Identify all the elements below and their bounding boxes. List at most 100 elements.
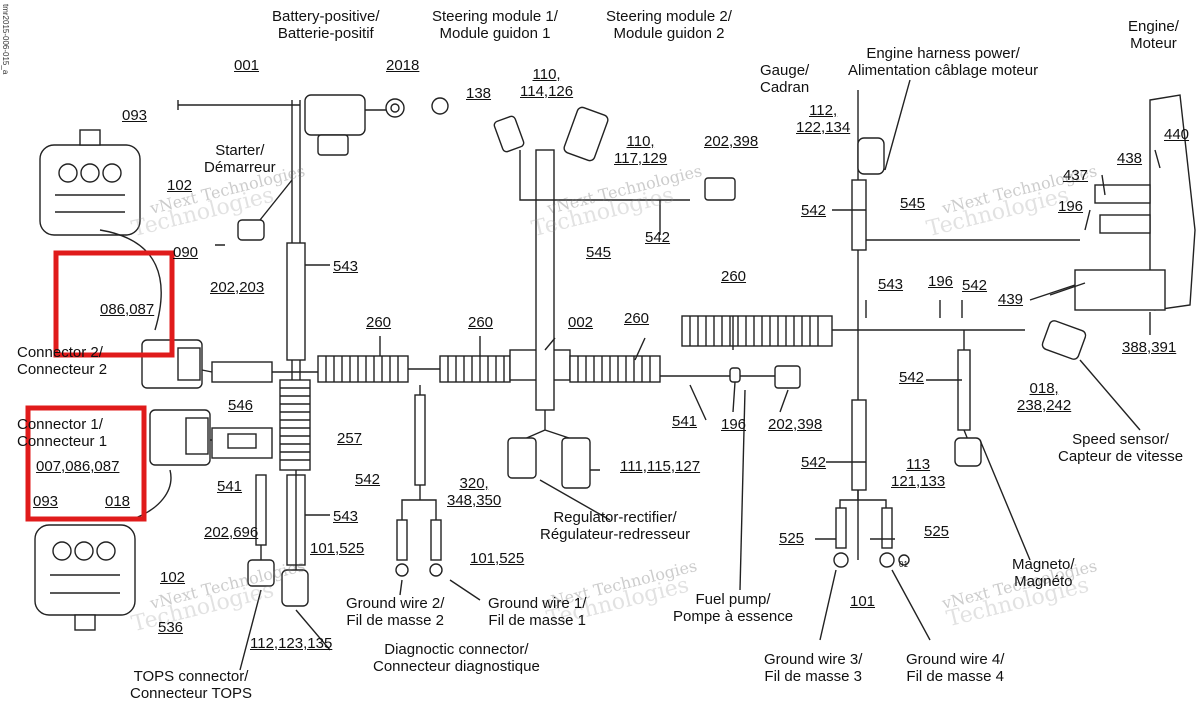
ground-leaders bbox=[819, 569, 931, 641]
steering-module-1-label: Steering module 1/ Module guidon 1 bbox=[432, 8, 558, 42]
connector-leads bbox=[201, 369, 213, 441]
part-number: 320, 348,350 bbox=[447, 475, 502, 509]
sleeve-545-vertical bbox=[535, 149, 555, 411]
lower-leaders bbox=[399, 469, 611, 601]
tops-connector bbox=[247, 559, 275, 587]
part-number: 102 bbox=[160, 569, 186, 586]
speed-sensor-connector bbox=[1041, 320, 1087, 360]
corrugated-tube-right bbox=[569, 355, 661, 383]
steering-module-2-label: Steering module 2/ Module guidon 2 bbox=[606, 8, 732, 42]
starter-connector bbox=[237, 219, 265, 241]
harness-block-upper bbox=[211, 361, 273, 383]
part-number: 260 bbox=[366, 314, 392, 331]
part-number: 112, 122,134 bbox=[796, 102, 851, 136]
part-number: 113 121,133 bbox=[891, 456, 946, 490]
part-number: 101,525 bbox=[470, 550, 525, 567]
connector-2 bbox=[141, 339, 203, 389]
part-number: 093 bbox=[122, 107, 148, 124]
engine-power-connector bbox=[857, 137, 885, 175]
part-number: 543 bbox=[878, 276, 904, 293]
part-number: 202,398 bbox=[768, 416, 823, 433]
ground-wire-4-label: Ground wire 4/ Fil de masse 4 bbox=[906, 651, 1005, 685]
diagnostic-connector bbox=[281, 569, 309, 607]
part-number: 388,391 bbox=[1122, 339, 1177, 356]
starter-label: Starter/ Démarreur bbox=[204, 142, 276, 176]
ground-wire-2-label: Ground wire 2/ Fil de masse 2 bbox=[346, 595, 445, 629]
ground-wire-1-label: Ground wire 1/ Fil de masse 1 bbox=[488, 595, 587, 629]
part-number: 002 bbox=[568, 314, 594, 331]
part-number: 111,115,127 bbox=[620, 458, 701, 475]
connector-top-left bbox=[39, 129, 141, 236]
battery-nut bbox=[431, 97, 449, 115]
part-number: 260 bbox=[624, 310, 650, 327]
ground-ring-2 bbox=[395, 563, 409, 577]
sleeve-542-magneto bbox=[957, 349, 971, 431]
steering-wire bbox=[519, 150, 690, 201]
tops-diag-leaders bbox=[239, 589, 331, 671]
part-number: 543 bbox=[333, 508, 359, 525]
fuel-pump-leader bbox=[739, 389, 746, 591]
figure-id: tmr2015-006-015_a bbox=[1, 4, 10, 75]
diagnostic-connector-label: Diagnoctic connector/ Connecteur diagnos… bbox=[373, 641, 540, 675]
part-number: 202,398 bbox=[704, 133, 759, 150]
part-number: 138 bbox=[466, 85, 492, 102]
part-number: 093 bbox=[33, 493, 59, 510]
connector-bottom-left bbox=[34, 524, 136, 631]
part-number: 536 bbox=[158, 619, 184, 636]
part-number: 437 bbox=[1063, 167, 1089, 184]
regulator-rectifier-label: Regulator-rectifier/ Régulateur-redresse… bbox=[540, 509, 691, 543]
part-number: 101,525 bbox=[310, 540, 365, 557]
part-number: 018 bbox=[105, 493, 131, 510]
part-number: 102 bbox=[167, 177, 193, 194]
part-number: 542 bbox=[645, 229, 671, 246]
corrugated-tube-mid bbox=[439, 355, 511, 383]
ground-ring-1 bbox=[429, 563, 443, 577]
sleeve-542-lower bbox=[851, 399, 867, 491]
part-number: 112,123,135 bbox=[250, 635, 333, 652]
part-number: 545 bbox=[586, 244, 612, 261]
part-number: 542 bbox=[355, 471, 381, 488]
part-number: 260 bbox=[721, 268, 747, 285]
part-number: 541 bbox=[672, 413, 698, 430]
starter-wire bbox=[259, 179, 293, 221]
connector-2-label: Connector 2/ Connecteur 2 bbox=[17, 344, 108, 378]
part-number: 090 bbox=[173, 244, 199, 261]
fuel-pump-connector bbox=[774, 365, 801, 389]
tops-connector-label: TOPS connector/ Connecteur TOPS bbox=[130, 668, 253, 702]
part-number: 101 bbox=[850, 593, 876, 610]
part-number: 007,086,087 bbox=[36, 458, 120, 475]
sleeve-543-upper bbox=[286, 242, 306, 361]
regulator-connector-b bbox=[561, 437, 591, 489]
part-number: 543 bbox=[333, 258, 359, 275]
highlight-connector-1 bbox=[25, 405, 147, 522]
fuse-196 bbox=[729, 367, 741, 383]
ground-ring-4 bbox=[879, 552, 895, 568]
ground-wire-3-label: Ground wire 3/ Fil de masse 3 bbox=[764, 651, 863, 685]
part-number: 542 bbox=[801, 202, 827, 219]
part-number: 2018 bbox=[386, 57, 420, 74]
ground-ring-3 bbox=[833, 552, 849, 568]
sleeve-525-left bbox=[835, 507, 847, 549]
part-number: 260 bbox=[468, 314, 494, 331]
callout-leaders bbox=[884, 79, 1141, 561]
part-number: 001 bbox=[234, 57, 260, 74]
magneto-connector bbox=[954, 437, 982, 467]
corrugated-tube-left bbox=[317, 355, 409, 383]
regulator-wire bbox=[521, 410, 576, 441]
speed-sensor-label: Speed sensor/ Capteur de vitesse bbox=[1058, 431, 1184, 465]
connector-1-label: Connector 1/ Connecteur 1 bbox=[17, 416, 108, 450]
gauge-connector bbox=[704, 177, 736, 201]
steering-module-2-connector bbox=[563, 106, 609, 162]
part-number: 542 bbox=[899, 369, 925, 386]
part-number: 542 bbox=[962, 277, 988, 294]
part-number: 196 bbox=[721, 416, 747, 433]
part-number: 196 bbox=[1058, 198, 1084, 215]
part-number: 257 bbox=[337, 430, 363, 447]
sleeve-542-center bbox=[414, 394, 426, 486]
magneto-label: Magneto/ Magnéto bbox=[1012, 556, 1075, 590]
regulator-connector-a bbox=[507, 437, 537, 479]
part-number: 110, 114,126 bbox=[520, 66, 574, 100]
fuel-pump-label: Fuel pump/ Pompe à essence bbox=[673, 591, 794, 625]
battery-boot bbox=[317, 134, 349, 156]
